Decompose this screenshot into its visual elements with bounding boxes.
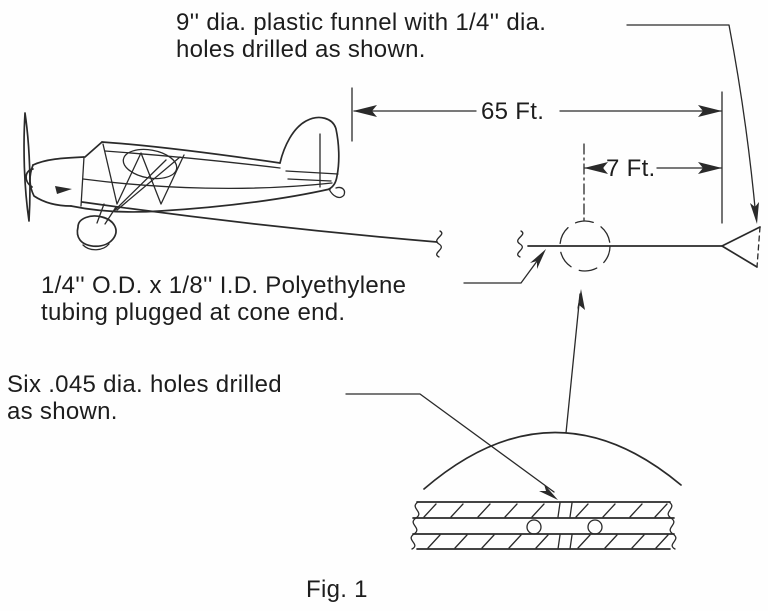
wheel (76, 215, 117, 248)
sampler-tube (517, 220, 761, 272)
tailwheel (328, 186, 346, 199)
magnifier-arrow-line (565, 293, 581, 434)
funnel-leader-arrowhead (750, 202, 759, 224)
towline-curve (81, 201, 438, 243)
wing-top-line (101, 141, 281, 164)
right-break (667, 501, 677, 550)
left-break (410, 501, 420, 550)
tubing-leader (463, 249, 546, 284)
funnel-mouth (756, 226, 761, 268)
firewall (80, 156, 85, 207)
detail-circle (559, 220, 611, 272)
funnel-cone (721, 226, 761, 268)
holes-leader-line (345, 393, 555, 493)
magnifier-arrowhead (577, 289, 585, 310)
funnel-label: 9'' dia. plastic funnel with 1/4'' dia. … (176, 9, 546, 63)
tubing-leader-line (463, 252, 544, 284)
arrowhead-right (698, 162, 722, 174)
tubing-leader-arrowhead (530, 249, 546, 269)
wing-lower-line (104, 150, 281, 169)
drilled-hole-notches (557, 502, 573, 550)
cowling-front (29, 164, 72, 207)
dimension-7ft-text: 7 Ft. (606, 155, 656, 182)
tubing-label-line1: 1/4'' O.D. x 1/8'' I.D. Polyethylene (41, 272, 407, 299)
lift-struts (113, 156, 181, 212)
arrowhead-left (353, 105, 377, 117)
cowling-top (32, 156, 85, 166)
airplane-drawing (23, 112, 346, 251)
holes-label-line2: as shown. (7, 398, 118, 425)
dimension-65ft-text: 65 Ft. (481, 98, 545, 125)
dome-arc (423, 431, 682, 490)
tube-hole-right (587, 519, 603, 535)
hatching-top-wall (423, 503, 668, 518)
tubing-label: 1/4'' O.D. x 1/8'' I.D. Polyethylene tub… (41, 272, 406, 326)
tubing-label-line2: tubing plugged at cone end. (41, 299, 346, 326)
holes-label: Six .045 dia. holes drilled as shown. (7, 371, 282, 425)
tail-fin (279, 116, 340, 190)
tube-hole-left (526, 519, 542, 535)
hatching-bottom-wall (427, 534, 669, 549)
landing-gear-legs (96, 203, 117, 225)
fuselage-side (82, 178, 333, 189)
funnel-leader (626, 24, 759, 224)
dimension-7ft (583, 143, 722, 221)
wheel-shadow (82, 243, 110, 251)
holes-label-line1: Six .045 dia. holes drilled (7, 371, 282, 398)
cabin-struts (102, 143, 185, 205)
holes-leader-arrowhead (539, 484, 558, 500)
funnel-label-line1: 9'' dia. plastic funnel with 1/4'' dia. (176, 9, 547, 36)
propeller (23, 112, 31, 222)
towline-break-squiggle (436, 230, 443, 258)
arrowhead-right (698, 105, 722, 117)
magnified-tube-section (410, 431, 682, 550)
magnifier-arrow (565, 289, 585, 434)
figure-caption: Fig. 1 (306, 576, 368, 603)
funnel-leader-line (626, 24, 757, 219)
tube-wall-rails (412, 501, 675, 550)
dimension-65ft (351, 87, 723, 224)
arrowhead-left (584, 162, 608, 174)
fuselage-bottom (70, 188, 331, 213)
holes-leader (345, 393, 558, 500)
funnel-label-line2: holes drilled as shown. (176, 36, 426, 63)
windshield (84, 141, 103, 158)
towline (81, 201, 443, 258)
cowl-intake (55, 186, 72, 194)
tube-break-squiggle (517, 230, 524, 258)
stabilizer (285, 170, 339, 182)
